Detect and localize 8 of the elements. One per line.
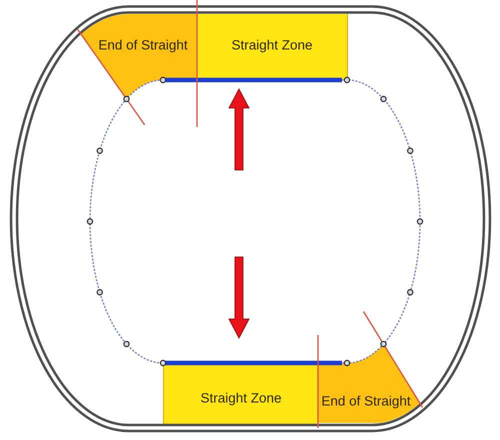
- track-zone: [81, 14, 197, 99]
- zone-label: End of Straight: [321, 394, 411, 408]
- zone-label: Straight Zone: [231, 38, 313, 52]
- track-zone: [318, 344, 420, 424]
- track-zone: [163, 363, 318, 424]
- zone-label: End of Straight: [98, 38, 188, 52]
- zone-label: Straight Zone: [200, 391, 282, 405]
- track-zone: [197, 14, 348, 80]
